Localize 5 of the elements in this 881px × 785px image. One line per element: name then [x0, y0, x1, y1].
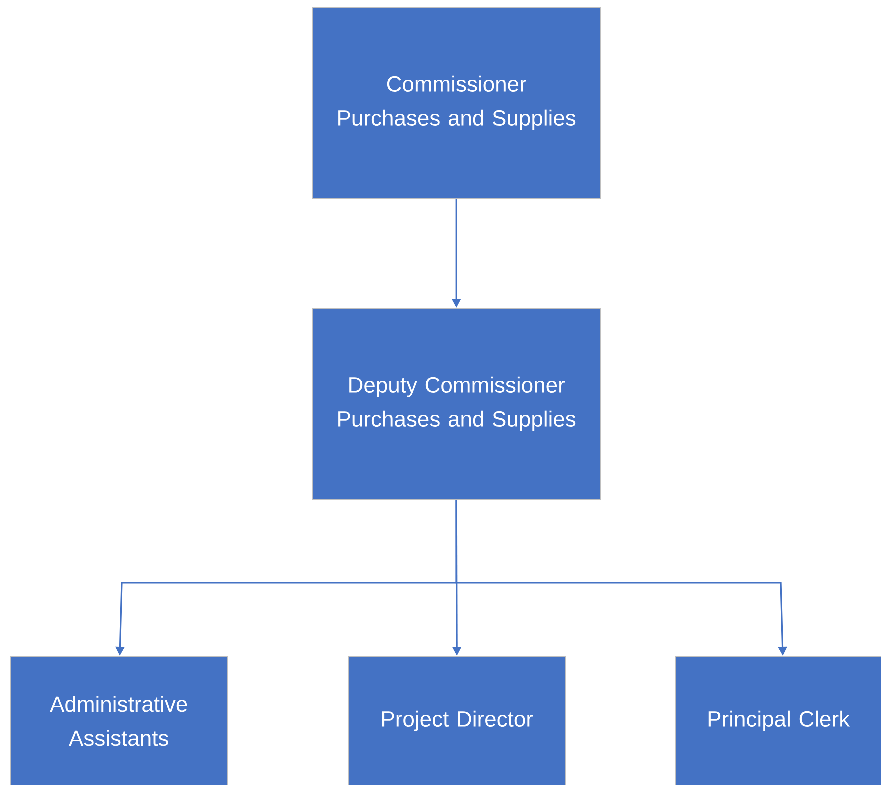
- org-box: Commissioner Purchases and Supplies: [312, 7, 602, 200]
- org-box: Deputy Commissioner Purchases and Supplies: [312, 308, 602, 500]
- org-box: Project Director: [348, 656, 566, 785]
- org-box: Administrative Assistants: [10, 656, 228, 785]
- org-box: Principal Clerk: [675, 656, 881, 785]
